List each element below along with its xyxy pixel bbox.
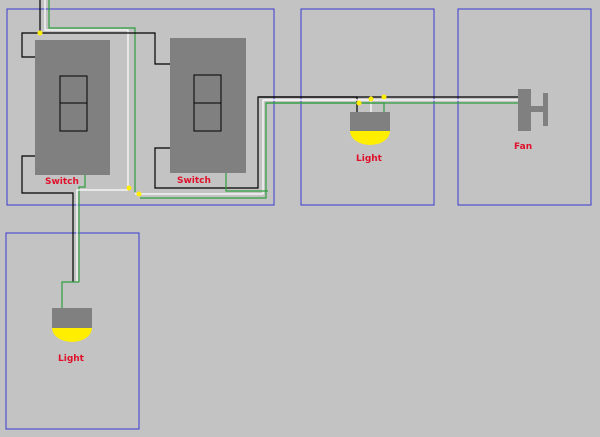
wire-nut xyxy=(368,96,374,102)
wire-nut xyxy=(136,191,142,197)
left-switch-green-wire xyxy=(78,170,86,282)
fan-fixture xyxy=(518,89,548,131)
switch-left-label: Switch xyxy=(45,177,79,187)
switch-right xyxy=(170,38,246,173)
light-center-label: Light xyxy=(356,154,383,164)
feed-white-wire xyxy=(44,0,129,190)
wire-nuts xyxy=(37,30,387,197)
hot-to-right-switch-wire xyxy=(40,32,170,65)
light-box-center xyxy=(300,8,435,206)
wires xyxy=(21,0,518,308)
fan-label: Fan xyxy=(514,142,532,152)
fan-box xyxy=(457,8,592,206)
wire-nut xyxy=(126,185,132,191)
hot-to-left-switch-wire xyxy=(21,32,40,58)
light-fixture-bottom xyxy=(52,308,92,342)
switch-box xyxy=(6,8,275,206)
left-switch-black-wire xyxy=(21,155,74,282)
center-light-white-wire xyxy=(135,99,372,195)
light-fixture-center xyxy=(350,112,390,145)
switch-left xyxy=(35,40,110,175)
wire-nut xyxy=(356,100,362,106)
right-switch-green-wire xyxy=(225,170,268,192)
light-bottom-label: Light xyxy=(58,354,85,364)
feed-green-wire xyxy=(48,0,136,192)
bottom-light-green-lead xyxy=(61,281,79,308)
wire-nut xyxy=(37,30,43,36)
wire-nut xyxy=(381,94,387,100)
bottom-light-white-wire xyxy=(76,189,128,282)
switch-right-label: Switch xyxy=(177,176,211,186)
center-light-green-wire xyxy=(140,102,385,199)
